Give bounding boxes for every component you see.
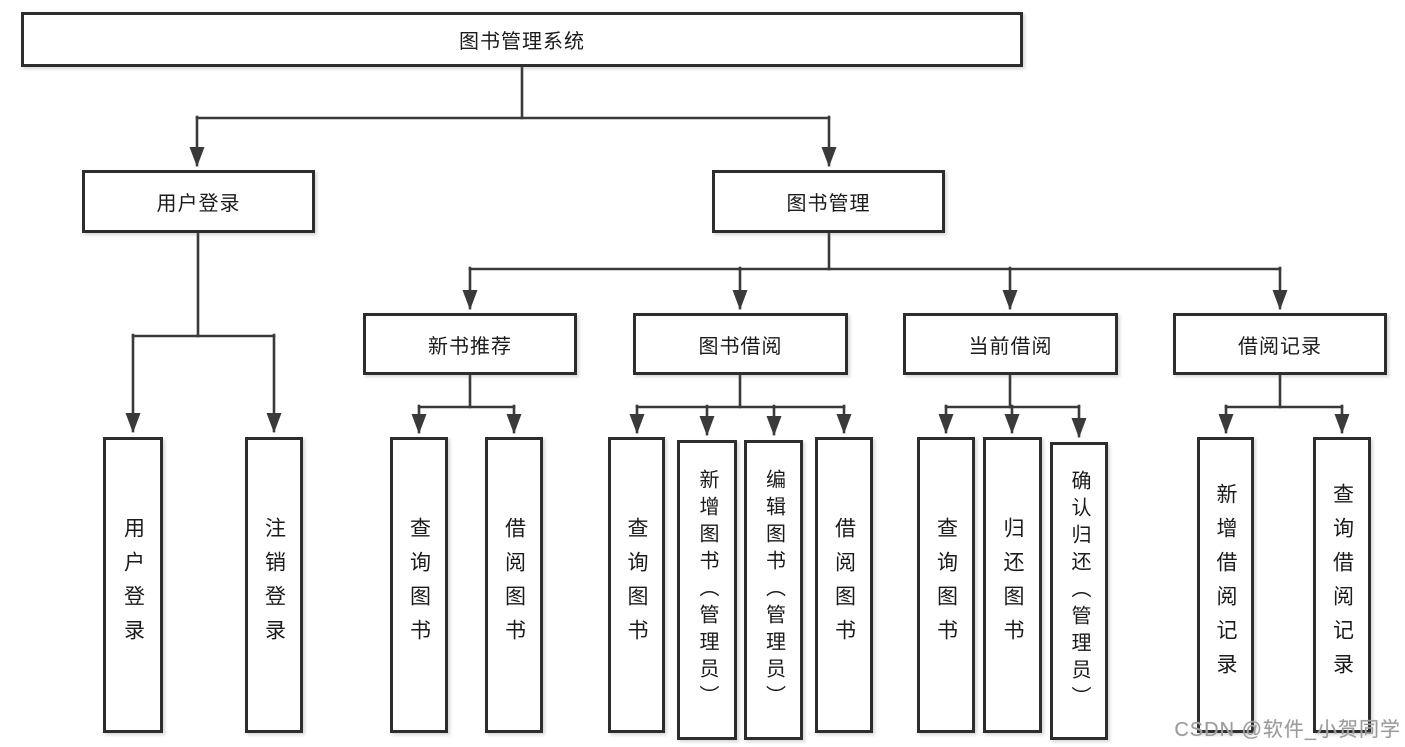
node-label: 当前借阅 [968, 335, 1053, 358]
node-leaf-bb-query: 查询图书 [608, 437, 665, 733]
node-label: 图书管理 [786, 193, 871, 215]
node-label: 新增图书（管理员） [696, 468, 718, 712]
node-label: 新增借阅记录 [1214, 483, 1237, 687]
node-leaf-bb-edit: 编辑图书（管理员） [744, 440, 803, 740]
node-label: 编辑图书（管理员） [762, 468, 785, 712]
node-label: 图书借阅 [698, 335, 783, 358]
node-label: 查询图书 [407, 517, 431, 653]
node-leaf-cb-query: 查询图书 [917, 437, 975, 733]
node-new-book-rec: 新书推荐 [363, 313, 577, 375]
csdn-watermark: CSDN @软件_小贺同学 [1174, 719, 1401, 741]
node-root: 图书管理系统 [21, 12, 1023, 67]
connector-root [189, 65, 837, 167]
node-leaf-nbr-query: 查询图书 [390, 437, 448, 733]
connector-user-login [125, 231, 282, 433]
node-label: 查询图书 [934, 517, 958, 653]
node-user-login: 用户登录 [82, 170, 315, 233]
node-label: 新书推荐 [428, 335, 512, 358]
node-label: 借阅记录 [1238, 335, 1322, 358]
node-leaf-cb-confirm: 确认归还（管理员） [1050, 442, 1108, 740]
node-leaf-logout: 注销登录 [245, 437, 303, 733]
node-label: 归还图书 [1001, 517, 1024, 653]
node-label: 借阅图书 [832, 517, 856, 653]
node-label: 查询借阅记录 [1330, 483, 1354, 687]
node-label: 用户登录 [121, 517, 145, 653]
node-leaf-br-query: 查询借阅记录 [1313, 437, 1371, 733]
node-book-mgmt: 图书管理 [712, 170, 945, 233]
connector-book-mgmt [462, 231, 1288, 310]
node-label: 注销登录 [262, 517, 286, 653]
node-leaf-bb-add: 新增图书（管理员） [677, 440, 737, 740]
node-current-borrow: 当前借阅 [903, 313, 1118, 375]
connector-current-borrow [938, 373, 1087, 438]
connector-new-book-rec [411, 373, 522, 434]
connector-book-borrow [629, 373, 852, 436]
node-label: 确认归还（管理员） [1068, 469, 1090, 713]
node-label: 借阅图书 [502, 517, 526, 653]
node-book-borrow: 图书借阅 [633, 313, 848, 375]
node-borrow-records: 借阅记录 [1173, 313, 1387, 375]
node-leaf-nbr-borrow: 借阅图书 [485, 437, 543, 733]
node-label: 查询图书 [625, 517, 648, 653]
node-label: 用户登录 [156, 193, 241, 215]
node-leaf-bb-borrow: 借阅图书 [815, 437, 873, 733]
node-label: 图书管理系统 [459, 31, 585, 53]
node-leaf-br-add: 新增借阅记录 [1197, 437, 1254, 733]
connector-borrow-records [1218, 373, 1350, 434]
node-leaf-user-login: 用户登录 [103, 437, 163, 733]
node-leaf-cb-return: 归还图书 [983, 437, 1042, 733]
